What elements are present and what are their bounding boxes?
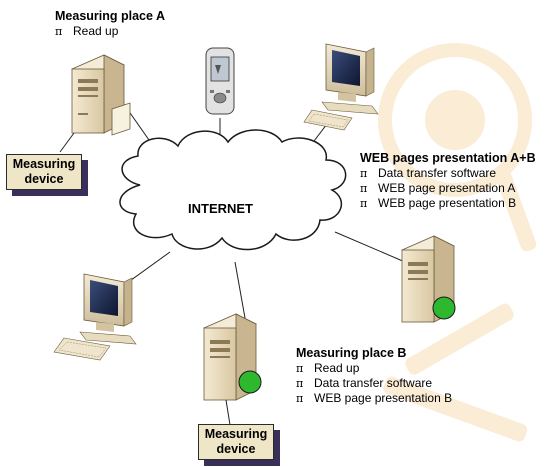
link-server-right [334,231,406,263]
list-item: π Read up [296,361,452,376]
desktop-computer-icon [303,43,379,131]
list-item-text: Data transfer software [314,376,433,390]
server-icon [71,54,131,136]
list-item: π WEB page presentation B [360,196,536,211]
list-item-text: WEB page presentation B [378,196,517,210]
measuring-place-a-title: Measuring place A [55,9,165,23]
list-item: π Data transfer software [360,166,536,181]
measuring-device-a: Measuring device [6,154,82,190]
list-item-text: Read up [314,361,360,375]
link-device-b [225,399,231,426]
list-item-text: WEB page presentation A [378,181,516,195]
web-pages-block: WEB pages presentation A+B π Data transf… [360,151,536,211]
bullet-icon: π [296,392,304,405]
list-item: π WEB page presentation B [296,391,452,406]
bullet-icon: π [360,167,368,180]
list-item: π WEB page presentation A [360,181,536,196]
bullet-icon: π [296,377,304,390]
server-icon [401,235,456,323]
link-place-b [234,261,246,319]
link-device-a [59,132,75,153]
list-item-text: WEB page presentation B [314,391,453,405]
server-icon [203,313,262,401]
bullet-icon: π [360,182,368,195]
list-item-text: Read up [73,24,119,38]
status-led-icon [432,296,456,320]
device-label: device [216,442,256,456]
list-item: π Read up [55,24,165,39]
web-pages-title: WEB pages presentation A+B [360,151,536,165]
internet-label: INTERNET [188,201,253,216]
device-label: device [24,172,64,186]
bullet-icon: π [360,197,368,210]
cloud-icon [119,129,347,251]
measuring-device-b: Measuring device [198,424,274,460]
pda-icon [205,47,235,115]
measuring-place-b-block: Measuring place B π Read up π Data trans… [296,346,452,406]
status-led-icon [238,370,262,394]
measuring-place-b-title: Measuring place B [296,346,407,360]
list-item: π Data transfer software [296,376,452,391]
device-label: Measuring [12,157,76,171]
list-item-text: Data transfer software [378,166,497,180]
bullet-icon: π [55,25,63,38]
bullet-icon: π [296,362,304,375]
desktop-computer-icon [53,273,137,361]
device-label: Measuring [204,427,268,441]
measuring-place-a-block: Measuring place A π Read up [55,9,165,39]
